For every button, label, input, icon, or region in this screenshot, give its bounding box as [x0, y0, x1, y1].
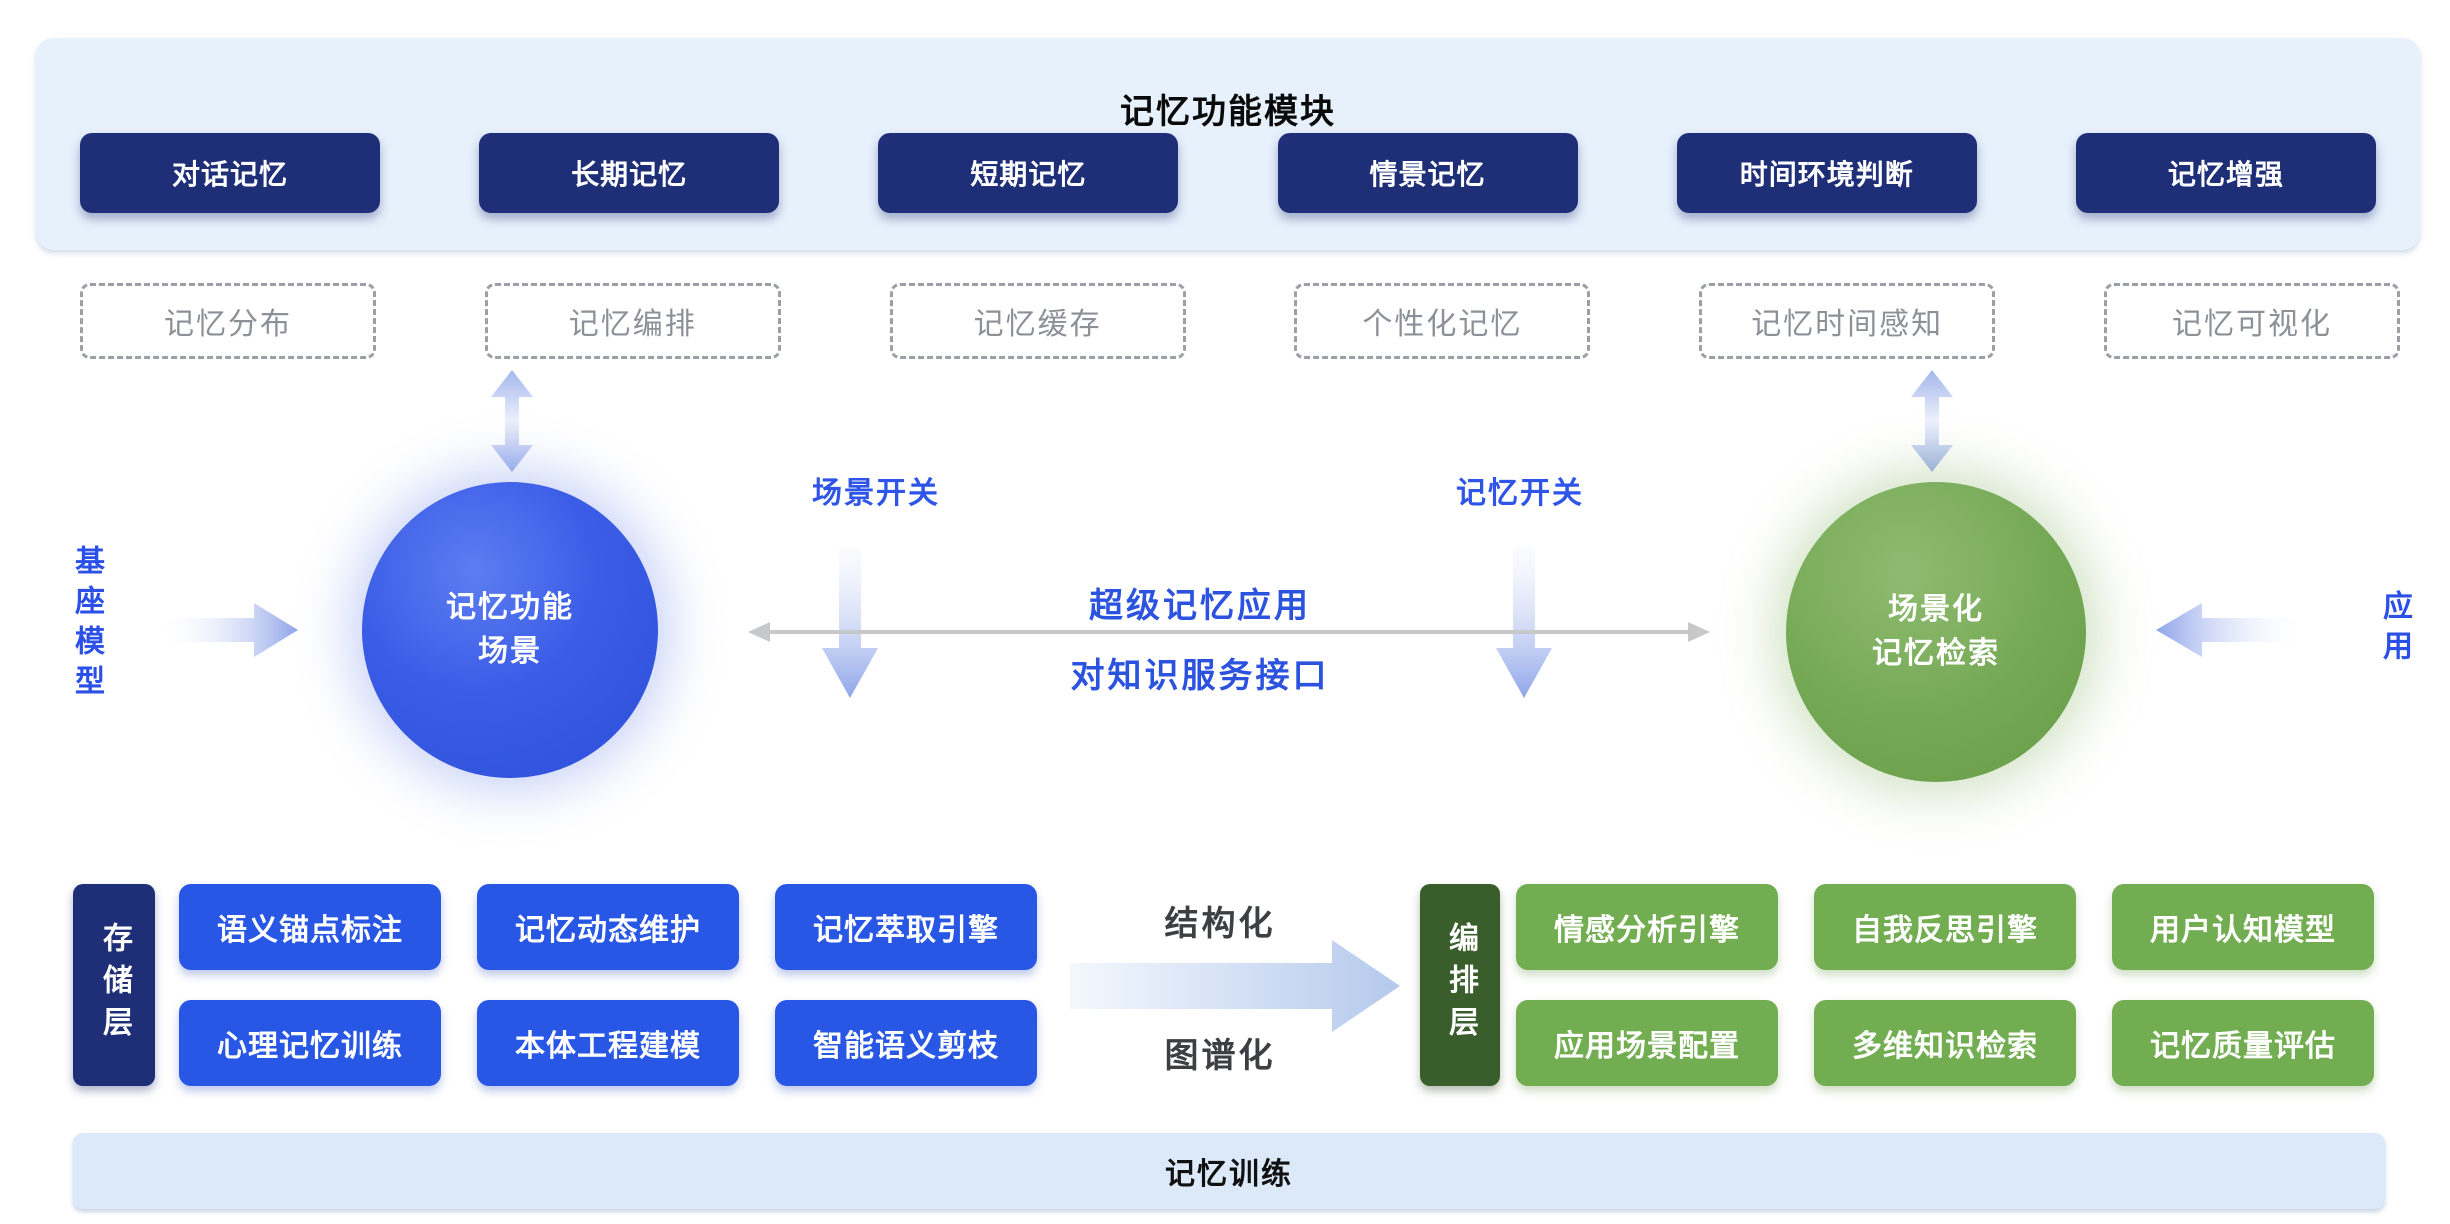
module-chip-dialogue-memory: 对话记忆 — [80, 133, 380, 213]
module-chip-time-context-judgement: 时间环境判断 — [1676, 133, 1977, 213]
capability-memory-cache: 记忆缓存 — [889, 283, 1186, 359]
scene-switch-down-arrow-icon — [822, 548, 878, 698]
module-chip-memory-enhancement: 记忆增强 — [2075, 133, 2376, 213]
application-label: 应用 — [2378, 590, 2411, 670]
storage-layer-box: 存储层 — [73, 884, 155, 1086]
scenario-memory-retrieval-node: 场景化 记忆检索 — [1786, 482, 2086, 782]
storage-memory-extraction-engine: 记忆萃取引擎 — [775, 884, 1037, 970]
green-circle-line1: 场景化 — [1888, 593, 1984, 626]
scene-switch-label: 场景开关 — [812, 477, 940, 510]
green-circle-line2: 记忆检索 — [1872, 637, 2000, 670]
bidirectional-arrow-left-icon — [491, 370, 533, 472]
storage-intelligent-semantic-pruning: 智能语义剪枝 — [775, 1000, 1037, 1086]
knowledge-service-interface-label: 对知识服务接口 — [1070, 657, 1330, 695]
arrow-app-to-retrieval-icon — [2156, 603, 2306, 657]
memory-training-banner: 记忆训练 — [73, 1133, 2385, 1209]
module-chip-short-term-memory: 短期记忆 — [878, 133, 1179, 213]
capability-row: 记忆分布 记忆编排 记忆缓存 个性化记忆 记忆时间感知 记忆可视化 — [80, 283, 2400, 359]
orchestration-multidimensional-knowledge-retrieval: 多维知识检索 — [1814, 1000, 2076, 1086]
graph-label: 图谱化 — [1164, 1037, 1276, 1075]
orchestration-sentiment-analysis-engine: 情感分析引擎 — [1516, 884, 1778, 970]
orchestration-memory-quality-evaluation: 记忆质量评估 — [2112, 1000, 2374, 1086]
structuring-right-arrow-icon — [1070, 940, 1400, 1032]
blue-circle-line2: 场景 — [478, 635, 542, 668]
panel-title: 记忆功能模块 — [1120, 93, 1336, 131]
structured-label: 结构化 — [1164, 905, 1276, 943]
module-chip-long-term-memory: 长期记忆 — [479, 133, 780, 213]
memory-training-label: 记忆训练 — [1165, 1158, 1293, 1191]
orchestration-layer-label: 编排层 — [1444, 922, 1477, 1048]
storage-layer-label: 存储层 — [98, 922, 131, 1048]
capability-memory-orchestration: 记忆编排 — [484, 283, 781, 359]
module-chip-episodic-memory: 情景记忆 — [1277, 133, 1578, 213]
capability-memory-visualization: 记忆可视化 — [2103, 283, 2400, 359]
orchestration-user-cognition-model: 用户认知模型 — [2112, 884, 2374, 970]
orchestration-self-reflection-engine: 自我反思引擎 — [1814, 884, 2076, 970]
blue-circle-line1: 记忆功能 — [446, 591, 574, 624]
module-chip-row: 对话记忆 长期记忆 短期记忆 情景记忆 时间环境判断 记忆增强 — [80, 133, 2376, 213]
orchestration-layer-box: 编排层 — [1420, 884, 1500, 1086]
memory-function-module-panel: 记忆功能模块 对话记忆 长期记忆 短期记忆 情景记忆 时间环境判断 记忆增强 — [36, 38, 2420, 250]
storage-ontology-engineering-modeling: 本体工程建模 — [477, 1000, 739, 1086]
orchestration-button-grid: 情感分析引擎 自我反思引擎 用户认知模型 应用场景配置 多维知识检索 记忆质量评… — [1516, 884, 2374, 1086]
storage-psychological-memory-training: 心理记忆训练 — [179, 1000, 441, 1086]
storage-memory-dynamic-maintenance: 记忆动态维护 — [477, 884, 739, 970]
storage-button-grid: 语义锚点标注 记忆动态维护 记忆萃取引擎 心理记忆训练 本体工程建模 智能语义剪… — [179, 884, 1037, 1086]
memory-function-scene-node: 记忆功能 场景 — [362, 482, 658, 778]
bidirectional-arrow-right-icon — [1911, 370, 1953, 472]
orchestration-application-scene-config: 应用场景配置 — [1516, 1000, 1778, 1086]
super-memory-app-label: 超级记忆应用 — [1089, 587, 1311, 625]
scene-to-retrieval-connector-icon — [748, 622, 1710, 642]
memory-switch-down-arrow-icon — [1496, 548, 1552, 698]
base-model-label: 基座模型 — [70, 545, 103, 705]
capability-memory-time-perception: 记忆时间感知 — [1699, 283, 1996, 359]
capability-memory-distribution: 记忆分布 — [80, 283, 376, 359]
arrow-base-model-to-scene-icon — [158, 603, 298, 657]
capability-personalized-memory: 个性化记忆 — [1294, 283, 1591, 359]
storage-semantic-anchor-labeling: 语义锚点标注 — [179, 884, 441, 970]
memory-switch-label: 记忆开关 — [1456, 477, 1584, 510]
